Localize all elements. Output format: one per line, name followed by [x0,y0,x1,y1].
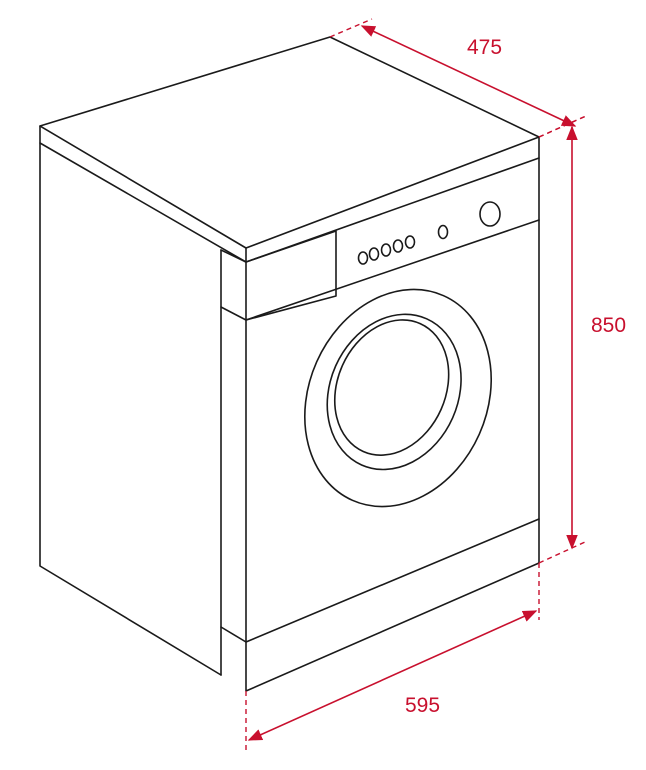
kick-plate [245,518,540,643]
program-dial [479,201,501,227]
button-1 [357,251,369,265]
height-label: 850 [591,314,626,337]
depth-label: 475 [467,36,502,59]
control-panel [245,219,540,321]
depth-dimension: 475 [329,18,587,138]
detergent-drawer [245,230,337,321]
top-lip [39,125,540,263]
button-4 [392,239,404,253]
left-side-panel [39,142,222,676]
top-panel [39,36,540,249]
button-2 [368,247,380,261]
door-inner-ring [326,313,462,471]
width-arrow [247,610,538,741]
height-dimension: 850 [538,115,626,564]
button-5 [404,235,416,249]
front-face [245,157,540,692]
door-rim [304,288,492,508]
width-label: 595 [405,694,440,717]
door [304,288,492,508]
program-buttons [357,235,416,265]
depth-arrow [360,25,577,127]
washing-machine [39,36,540,692]
indicator-light [437,224,449,240]
width-dimension: 595 [245,563,540,752]
door-glass [333,319,450,456]
button-3 [380,243,392,257]
